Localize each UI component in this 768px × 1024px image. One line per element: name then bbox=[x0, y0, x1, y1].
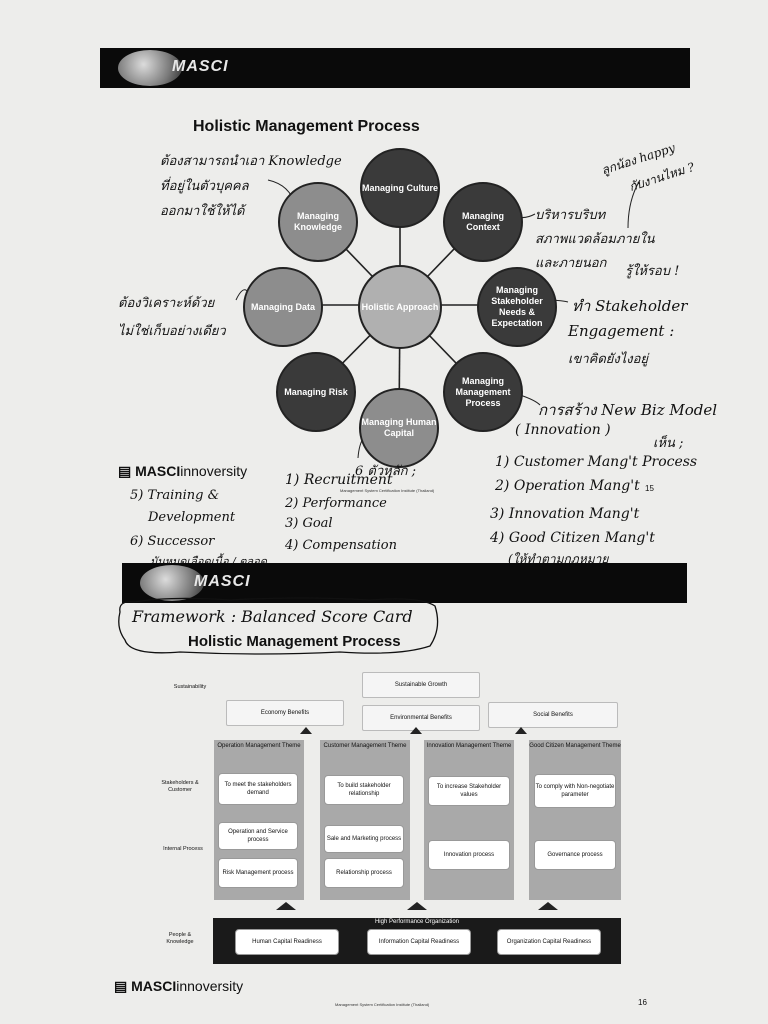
note-see: เห็น ; bbox=[653, 436, 684, 451]
footer-brand-suffix: innoversity bbox=[180, 463, 248, 479]
note-hr-1: 1) Recruitment bbox=[285, 472, 393, 488]
footer-brand-2: MASCI bbox=[131, 978, 177, 994]
slide1-title: Holistic Management Process bbox=[193, 118, 420, 135]
globe-logo-icon-2 bbox=[140, 565, 204, 601]
footer-logo-icon: ▤ bbox=[118, 463, 132, 479]
note-list-3: 3) Innovation Mang't bbox=[490, 506, 640, 522]
note-biz-model: การสร้าง New Biz Model bbox=[538, 401, 718, 419]
box-environmental-benefits: Environmental Benefits bbox=[362, 705, 480, 731]
note-data-2: ไม่ใช่เก็บอย่างเดียว bbox=[118, 324, 226, 339]
theme-title-good-citizen: Good Citizen Management Theme bbox=[529, 743, 621, 749]
brand-logo-2: MASCI bbox=[194, 573, 251, 590]
process-box-operation-service: Operation and Service process bbox=[218, 822, 298, 850]
process-box-sale-marketing: Sale and Marketing process bbox=[324, 825, 404, 853]
row-label-stakeholders: Stakeholders & Customer bbox=[161, 780, 199, 793]
row-label-internal: Internal Process bbox=[163, 846, 203, 852]
circle-managing-knowledge: Managing Knowledge bbox=[278, 182, 358, 262]
circle-managing-human-capital: Managing Human Capital bbox=[359, 388, 439, 468]
globe-logo-icon bbox=[118, 50, 182, 86]
note-hr-head: 6 ตัวหลัก ; bbox=[355, 464, 417, 479]
theme-title-customer: Customer Management Theme bbox=[323, 743, 407, 749]
footer-logo-icon-2: ▤ bbox=[114, 978, 128, 994]
process-box-innovation: Innovation process bbox=[428, 840, 510, 870]
brand-logo: MASCI bbox=[172, 58, 229, 75]
framework-label: Framework : Balanced Score Card bbox=[132, 607, 413, 626]
note-list-1: 1) Customer Mang't Process bbox=[495, 454, 698, 470]
note-hr-4: 4) Compensation bbox=[285, 538, 397, 553]
note-stakeholder-2: Engagement : bbox=[568, 322, 675, 340]
slide2-banner: MASCI bbox=[122, 563, 687, 603]
note-innovation: ( Innovation ) bbox=[515, 422, 611, 438]
process-box-risk: Risk Management process bbox=[218, 858, 298, 888]
note-knowledge-3: ออกมาใช้ให้ได้ bbox=[160, 204, 245, 219]
slide2-footer-text: Management System Certification Institut… bbox=[335, 1002, 430, 1007]
theme-column-innovation: Innovation Management Theme bbox=[424, 740, 514, 900]
goal-box-innovation: To increase Stakeholder values bbox=[428, 776, 510, 806]
slide1-footer-text: Management System Certification Institut… bbox=[340, 488, 435, 493]
circle-holistic-approach: Holistic Approach bbox=[358, 265, 442, 349]
theme-column-good-citizen: Good Citizen Management Theme bbox=[529, 740, 621, 900]
goal-box-customer: To build stakeholder relationship bbox=[324, 775, 404, 805]
slide2-footer-logo: ▤ MASCIinnoversity bbox=[114, 978, 243, 995]
page-number: 16 bbox=[638, 998, 647, 1007]
note-knowledge-2: ที่อยู่ในตัวบุคคล bbox=[160, 179, 249, 194]
box-organization-capital: Organization Capital Readiness bbox=[497, 929, 601, 955]
theme-title-innovation: Innovation Management Theme bbox=[426, 743, 512, 749]
circle-managing-culture: Managing Culture bbox=[360, 148, 440, 228]
row-label-people: People & Knowledge bbox=[166, 932, 194, 945]
process-box-governance: Governance process bbox=[534, 840, 616, 870]
box-social-benefits: Social Benefits bbox=[488, 702, 618, 728]
row-label-sustainability: Sustainability bbox=[173, 684, 207, 690]
note-list-4: 4) Good Citizen Mang't bbox=[490, 530, 655, 546]
note-hr-2: 2) Performance bbox=[285, 496, 387, 511]
box-information-capital: Information Capital Readiness bbox=[367, 929, 471, 955]
note-hr-6: 6) Successor bbox=[130, 534, 215, 549]
circle-managing-context: Managing Context bbox=[443, 182, 523, 262]
box-economy-benefits: Economy Benefits bbox=[226, 700, 344, 726]
note-hr-3: 3) Goal bbox=[285, 516, 333, 531]
note-hr-5: 5) Training & bbox=[130, 488, 220, 503]
top-banner: MASCI bbox=[100, 48, 690, 88]
hpo-title: High Performance Organization bbox=[374, 919, 460, 925]
process-box-relationship: Relationship process bbox=[324, 858, 404, 888]
footer-brand: MASCI bbox=[135, 463, 181, 479]
note-stakeholder-1: ทำ Stakeholder bbox=[572, 297, 688, 315]
circle-managing-risk: Managing Risk bbox=[276, 352, 356, 432]
circle-managing-process: Managing Management Process bbox=[443, 352, 523, 432]
slide2-title: Holistic Management Process bbox=[188, 633, 401, 650]
note-context-1: บริหารบริบท bbox=[535, 208, 606, 223]
box-human-capital: Human Capital Readiness bbox=[235, 929, 339, 955]
note-hr-5b: Development bbox=[148, 510, 236, 525]
circle-managing-data: Managing Data bbox=[243, 267, 323, 347]
note-list-5: (ให้ทำตามกฎหมาย bbox=[508, 552, 609, 566]
note-list-2: 2) Operation Mang't bbox=[495, 478, 640, 494]
note-context-3: และภายนอก bbox=[535, 256, 607, 271]
goal-box-good-citizen: To comply with Non-negotiate parameter bbox=[534, 774, 616, 808]
circle-managing-stakeholder: Managing Stakeholder Needs & Expectation bbox=[477, 267, 557, 347]
goal-box-operation: To meet the stakeholders demand bbox=[218, 773, 298, 805]
note-list-2-num: 15 bbox=[645, 484, 654, 493]
box-sustainable-growth: Sustainable Growth bbox=[362, 672, 480, 698]
note-data-1: ต้องวิเคราะห์ด้วย bbox=[118, 296, 215, 311]
note-knowledge-1: ต้องสามารถนำเอา Knowledge bbox=[160, 154, 342, 169]
note-stakeholder-3: เขาคิดยังไงอยู่ bbox=[568, 352, 649, 367]
slide1-footer-logo: ▤ MASCIinnoversity bbox=[118, 463, 247, 480]
footer-brand-suffix-2: innoversity bbox=[176, 978, 244, 994]
note-context-4: รู้ให้รอบ ! bbox=[625, 264, 680, 279]
note-context-2: สภาพแวดล้อมภายใน bbox=[535, 232, 655, 247]
theme-title-operation: Operation Management Theme bbox=[217, 743, 301, 749]
